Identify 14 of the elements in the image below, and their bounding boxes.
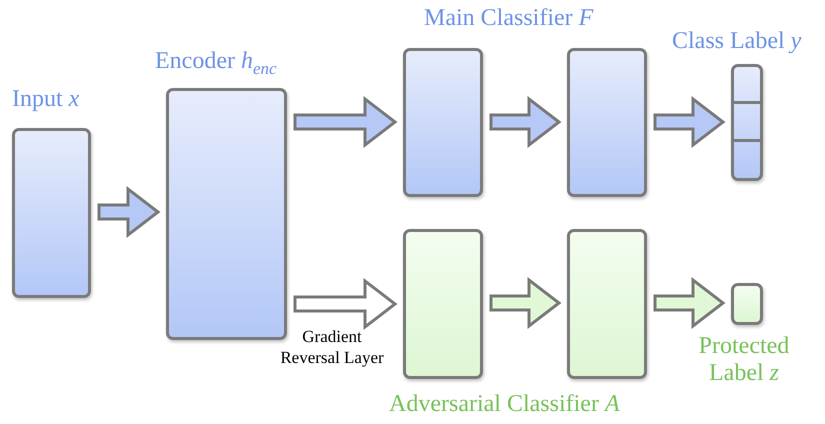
layer-heading: Protected Label z bbox=[698, 333, 790, 387]
block-arrow bbox=[294, 96, 398, 148]
edge-label: Gradient Reversal Layer bbox=[279, 326, 385, 368]
layer-heading: Class Label y bbox=[672, 28, 802, 55]
group-heading: Adversarial Classifier A bbox=[389, 391, 620, 418]
block-arrow bbox=[654, 96, 726, 148]
block-arrow bbox=[490, 276, 562, 330]
group-heading: Main Classifier F bbox=[424, 5, 594, 32]
layer-heading: Input x bbox=[12, 86, 80, 113]
block-arrow bbox=[654, 276, 726, 330]
layer-heading: Encoder h$_{enc}$ bbox=[155, 48, 277, 80]
block-arrow bbox=[98, 186, 160, 238]
block-arrow bbox=[294, 278, 398, 330]
block-arrow bbox=[490, 96, 562, 148]
